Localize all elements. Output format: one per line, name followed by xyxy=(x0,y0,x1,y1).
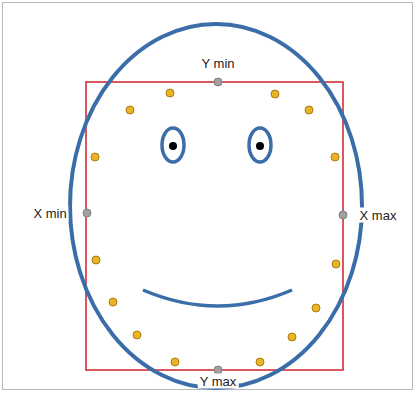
face-outline xyxy=(70,24,362,388)
extreme-label: Y max xyxy=(198,374,239,389)
frame xyxy=(3,3,413,390)
right-pupil xyxy=(256,142,264,150)
extreme-label: Y min xyxy=(200,56,237,71)
smile xyxy=(143,290,292,306)
right-eye xyxy=(249,128,271,162)
bounding-box xyxy=(86,82,343,370)
left-eye xyxy=(162,128,184,162)
landmark-points xyxy=(91,89,340,366)
left-pupil xyxy=(169,142,177,150)
extreme-label: X min xyxy=(31,206,68,221)
extreme-points xyxy=(83,78,347,374)
extreme-label: X max xyxy=(358,208,399,223)
